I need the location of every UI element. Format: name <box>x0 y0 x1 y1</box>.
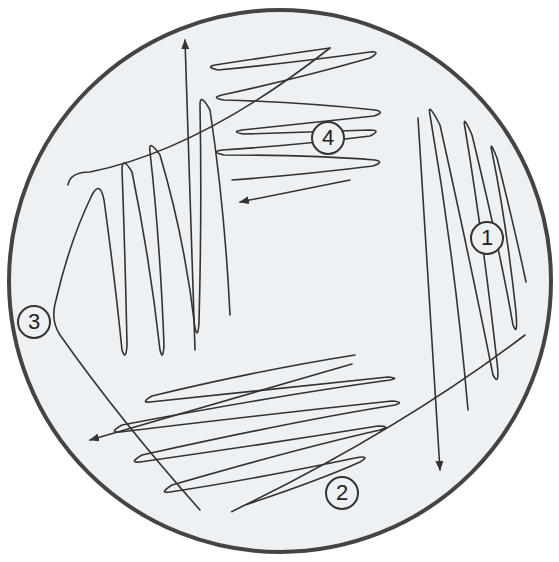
streak-1-arrow <box>418 118 440 470</box>
streak-1 <box>429 109 526 410</box>
callout-number: 3 <box>17 305 51 339</box>
callout-number: 1 <box>470 221 504 255</box>
streak-4 <box>211 48 381 180</box>
streak-3 <box>54 100 230 510</box>
streak-4-arrow <box>240 180 350 202</box>
callout-number: 2 <box>325 476 359 510</box>
streak-2 <box>114 335 525 512</box>
callout-number: 4 <box>311 121 345 155</box>
streak-3-arrow <box>185 40 195 350</box>
petri-dish <box>9 10 551 552</box>
streak-2-arrow <box>90 364 352 440</box>
streak-3-link <box>68 48 330 185</box>
